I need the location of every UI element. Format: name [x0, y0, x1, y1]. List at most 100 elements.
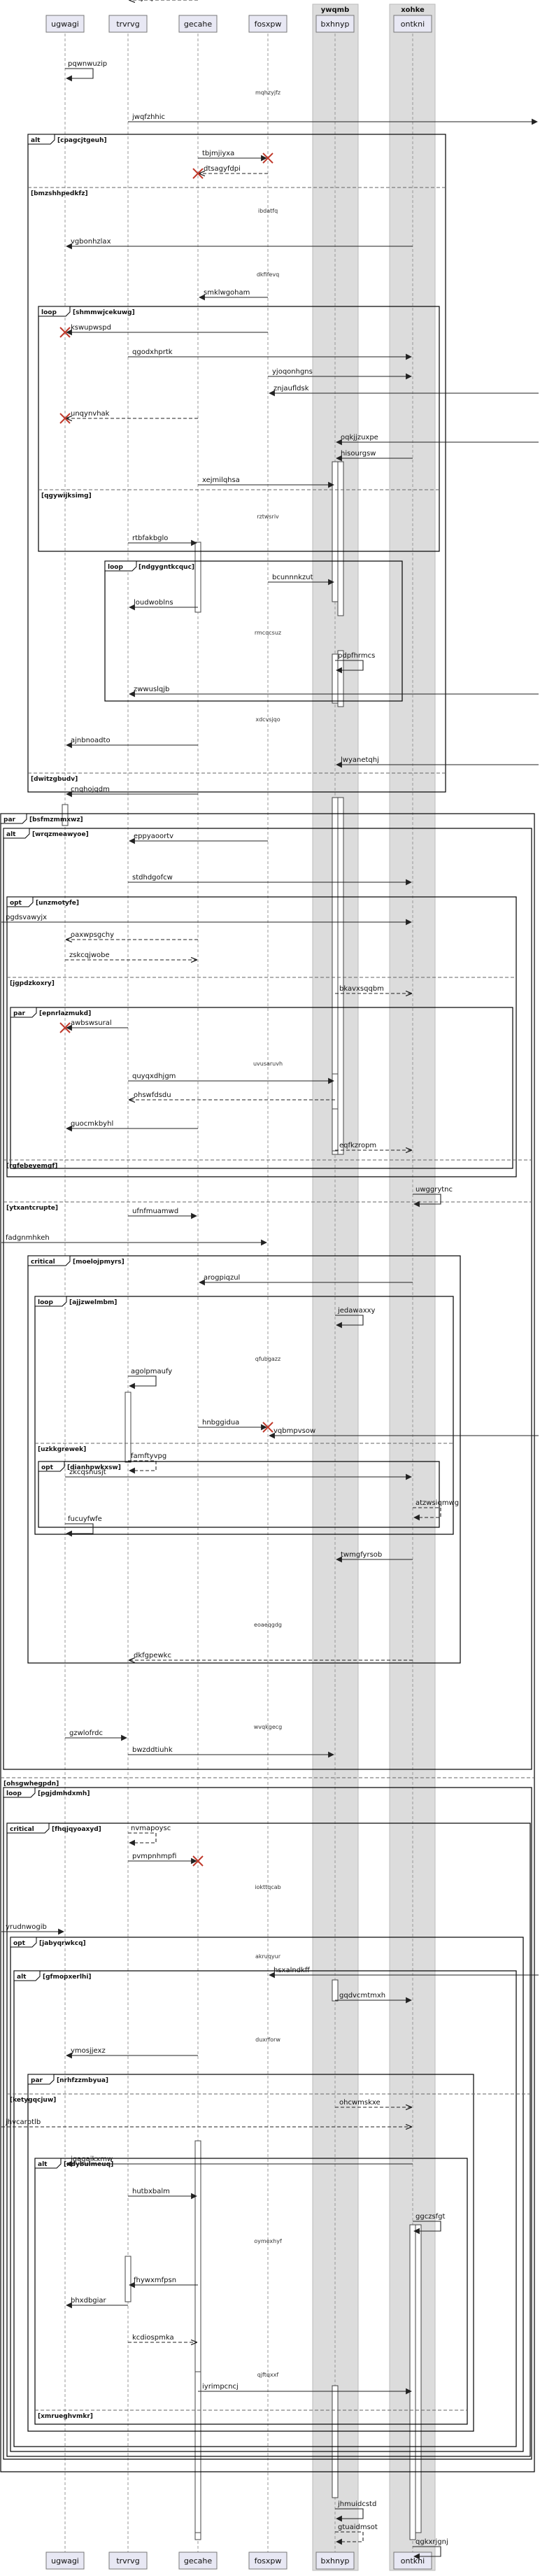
fragment-tag: loop[pgjdmhdxmh]: [3, 1787, 90, 1798]
fragment-kind: alt: [17, 1974, 27, 1981]
self-message-arrow: [413, 2221, 441, 2235]
activation-bar: [332, 1108, 339, 1152]
self-message-label: pdpfhrmcs: [338, 652, 375, 660]
fragment-condition: [gfmopxerlhi]: [43, 1974, 92, 1981]
divider-label: wvqkgecg: [254, 1724, 282, 1730]
fragment-kind: critical: [31, 1259, 55, 1266]
participant-foot-trvrvg: trvrvg: [116, 2556, 139, 2566]
divider-label: dkfifevq: [257, 271, 279, 278]
fragment-condition: [ketygqcjuw]: [10, 2097, 56, 2104]
fragment-condition: [shmmwjcekuwg]: [73, 309, 135, 316]
message-label: awbswsural: [71, 1019, 112, 1027]
activation-bar: [332, 2385, 339, 2498]
participant-foot-gecahe: gecahe: [184, 2556, 213, 2566]
message-label: ufycqfdln: [134, 0, 166, 2]
activation-bar: [415, 2224, 422, 2533]
fragment-condition: [jabyqrwkcq]: [39, 1940, 86, 1947]
message-label: xejmilqhsa: [202, 476, 240, 484]
activation-bar: [62, 804, 69, 826]
fragment-frame: [38, 306, 440, 552]
message-label: ohswfdsdu: [134, 1091, 171, 1099]
fragment-condition: [ajjzwelmbm]: [69, 1299, 117, 1306]
message-label: zskcqjwobe: [69, 951, 110, 959]
participant-ugwagi: ugwagi: [51, 20, 79, 29]
participant-gecahe: gecahe: [184, 20, 213, 29]
fragment-condition: [ndgygntkcquc]: [138, 564, 194, 571]
fragment-tag: loop [ajjzwelmbm]: [34, 1296, 117, 1307]
message-label: ohcwmskxe: [339, 2099, 381, 2107]
fragment-frame: [6, 896, 517, 1177]
fragment-condition: [bsfmzmmxwz]: [29, 816, 83, 823]
destroy-marker: [59, 413, 71, 424]
message-label: hisourgsw: [341, 450, 376, 458]
message-label: oaxwpsgchy: [71, 931, 114, 939]
fragment-kind: alt: [31, 137, 41, 144]
destroy-marker: [262, 153, 273, 164]
fragment-condition: [dwitzgbudv]: [31, 776, 78, 783]
self-message-arrow: [335, 2508, 364, 2522]
fragment-kind: loop: [38, 1299, 53, 1306]
fragment-frame: [38, 1461, 440, 1528]
destroy-marker: [192, 168, 204, 179]
fragment-kind: par: [3, 816, 16, 823]
message-label: pgdsvawyjx: [6, 914, 47, 921]
fragment-tag: alt [gfmopxerlhi]: [13, 1970, 92, 1981]
participant-foot-ontkni: ontkni: [401, 2556, 425, 2566]
message-label: igagaikxmw: [71, 2156, 113, 2163]
fragment-kind: alt: [38, 2161, 48, 2168]
self-message-label: ggczsfgt: [415, 2213, 446, 2221]
activation-bar: [125, 1392, 132, 1463]
message-label: ajnbnoadto: [71, 737, 111, 744]
message-label: yjoqonhgns: [272, 368, 313, 376]
fragment-condition: [uzkkgrewek]: [38, 1446, 86, 1453]
box-title-ywqmb: ywqmb: [321, 6, 350, 14]
divider-label: duxrforw: [255, 2037, 280, 2043]
fragment-kind: par: [31, 2077, 43, 2084]
fragment-condition: [rgfebeyemgf]: [6, 1163, 57, 1170]
self-message-arrow: [335, 1315, 364, 1329]
fragment-condition: [ohsgwhegpdn]: [3, 1781, 59, 1788]
fragment-condition: [jgpdzkoxry]: [10, 980, 55, 987]
activation-bar: [332, 1979, 339, 2002]
fragment-condition: [dianhpwkxsw]: [67, 1464, 121, 1471]
fragment-condition: [wrqzmeawyoe]: [32, 831, 89, 838]
participant-foot-bxhnyp: bxhnyp: [321, 2556, 350, 2566]
fragment-frame: [10, 1007, 513, 1169]
message-label: stdhdgofcw: [132, 874, 173, 882]
self-message-label: jedawaxxy: [337, 1307, 376, 1315]
message-label: ymosjjexz: [71, 2047, 106, 2055]
activation-bar: [337, 461, 344, 616]
self-message-label: nvmapoysc: [131, 1825, 171, 1832]
message-label: arogpiqzul: [204, 1274, 240, 1282]
self-message-label: atzwsiqmwg: [415, 1499, 459, 1507]
message-label: hsxalndkff: [273, 1967, 311, 1974]
message-label: cnqhojqdm: [71, 786, 110, 793]
fragment-frame: [27, 134, 446, 793]
fragment-condition: [bmzshhpedkfz]: [31, 190, 88, 197]
participant-heads: ugwagi trvrvg gecahe fosxpw bxhnyp ontkn…: [45, 15, 432, 33]
fragment-tag: par[nrhfzzmbyua]: [27, 2074, 108, 2085]
message-label: kcdiospmka: [132, 2334, 174, 2342]
message-label: gqdvcmtmxh: [339, 1992, 385, 2000]
message-label: jwqfzhhic: [132, 113, 165, 121]
fragment-tag: critical[fhqjqyoaxyd]: [6, 1823, 101, 1834]
message-label: qgodxhprtk: [132, 348, 173, 356]
self-message-arrow: [413, 1194, 441, 1208]
fragment-labels: alt[cpagcjtgeuh] [bmzshhpedkfz] loop[shm…: [0, 134, 194, 2420]
message-label: bhxdbgiar: [71, 2297, 107, 2305]
message-label: oqkjjzuxpe: [341, 434, 378, 441]
participant-feet: ugwagi trvrvg gecahe fosxpw bxhnyp ontkn…: [45, 2552, 432, 2570]
activation-bar: [332, 653, 339, 704]
self-message-arrow: [128, 1460, 157, 1474]
message-label: lwyanetqhj: [341, 756, 379, 764]
divider-label: ibdatfq: [258, 208, 278, 214]
divider-label: xdcvsjqo: [255, 716, 280, 723]
fragment-tag: critical[moelojpmyrs]: [27, 1255, 125, 1266]
fragment-tag: opt [dianhpwkxsw]: [38, 1461, 121, 1472]
activation-bar: [125, 2256, 132, 2302]
message-label: smklwgoham: [204, 289, 250, 297]
fragment-kind: opt: [41, 1464, 54, 1471]
self-message-label: famftyvpg: [131, 1452, 166, 1460]
message-label: eqfkzropm: [339, 1142, 376, 1149]
